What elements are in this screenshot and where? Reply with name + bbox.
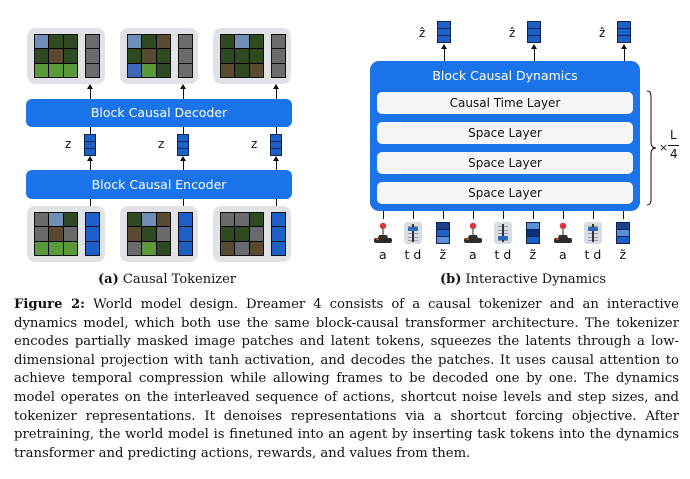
arrow-up — [441, 44, 447, 61]
arrow-up — [180, 84, 186, 99]
causal-time-layer: Causal Time Layer — [377, 92, 633, 114]
subcaption-b: (b) Interactive Dynamics — [440, 272, 607, 287]
frame-image — [127, 34, 171, 78]
input-label: z̃ — [439, 247, 447, 262]
masked-frame-image — [127, 212, 171, 256]
input-label: t d — [404, 247, 422, 262]
arrow-up — [531, 44, 537, 61]
space-layer: Space Layer — [377, 122, 633, 144]
decoded-frame-2 — [120, 28, 198, 84]
figure-label: Figure 2: — [14, 297, 86, 312]
noise-level-slider-icon — [404, 222, 422, 244]
input-label: t d — [494, 247, 512, 262]
connector — [383, 211, 384, 219]
arrow-up — [621, 44, 627, 61]
input-frame-2 — [120, 206, 198, 262]
fraction-bar — [668, 145, 679, 146]
repeat-numerator: L — [670, 128, 677, 142]
latent-output-tokens — [85, 34, 100, 78]
latent-output-tokens — [271, 34, 286, 78]
connector — [623, 211, 624, 219]
predicted-token — [617, 21, 631, 43]
noisy-latent-token — [436, 222, 450, 244]
arrow-up — [180, 156, 186, 170]
latent-input-tokens — [178, 212, 193, 256]
decoded-frame-3 — [213, 28, 291, 84]
frame-image — [220, 34, 264, 78]
joystick-icon — [373, 222, 393, 244]
arrow-up — [273, 156, 279, 170]
block-causal-decoder: Block Causal Decoder — [26, 99, 292, 127]
predicted-token — [437, 21, 451, 43]
input-label: a — [469, 247, 477, 262]
connector — [276, 127, 277, 134]
space-layer: Space Layer — [377, 182, 633, 204]
input-label: z̃ — [529, 247, 537, 262]
output-label: ẑ — [419, 26, 426, 40]
connector — [563, 211, 564, 219]
predicted-token — [527, 21, 541, 43]
latent-label: z — [158, 137, 165, 151]
block-causal-dynamics-title: Block Causal Dynamics — [432, 68, 578, 83]
noisy-latent-token — [526, 222, 540, 244]
connector — [593, 211, 594, 219]
connector — [183, 127, 184, 134]
decoded-frame-1 — [27, 28, 105, 84]
masked-frame-image — [220, 212, 264, 256]
connector — [503, 211, 504, 219]
figure-caption-text: World model design. Dreamer 4 consists o… — [14, 297, 679, 461]
space-layer: Space Layer — [377, 152, 633, 174]
connector — [473, 211, 474, 219]
connector — [183, 199, 184, 207]
input-label: a — [559, 247, 567, 262]
repeat-denominator: 4 — [670, 147, 678, 161]
connector — [533, 211, 534, 219]
latent-token — [84, 134, 96, 156]
latent-token — [270, 134, 282, 156]
output-label: ẑ — [599, 26, 606, 40]
subcaption-a: (a) Causal Tokenizer — [98, 272, 237, 287]
input-label: t d — [584, 247, 602, 262]
connector — [90, 127, 91, 134]
latent-input-tokens — [85, 212, 100, 256]
arrow-up — [273, 84, 279, 99]
output-label: ẑ — [509, 26, 516, 40]
block-causal-encoder: Block Causal Encoder — [26, 170, 292, 199]
figure-caption: Figure 2: World model design. Dreamer 4 … — [14, 296, 679, 463]
latent-label: z — [65, 137, 72, 151]
connector — [413, 211, 414, 219]
input-frame-3 — [213, 206, 291, 262]
masked-frame-image — [34, 212, 78, 256]
repeat-times: × — [659, 141, 669, 154]
noisy-latent-token — [616, 222, 630, 244]
connector — [276, 199, 277, 207]
input-frame-1 — [27, 206, 105, 262]
frame-image — [34, 34, 78, 78]
brace-icon — [646, 90, 657, 206]
connector — [90, 199, 91, 207]
arrow-up — [87, 84, 93, 99]
connector — [443, 211, 444, 219]
input-label: z̃ — [619, 247, 627, 262]
latent-label: z — [251, 137, 258, 151]
joystick-icon — [553, 222, 573, 244]
latent-output-tokens — [178, 34, 193, 78]
noise-level-slider-icon — [584, 222, 602, 244]
arrow-up — [87, 156, 93, 170]
latent-input-tokens — [271, 212, 286, 256]
input-label: a — [379, 247, 387, 262]
joystick-icon — [463, 222, 483, 244]
noise-level-slider-icon — [494, 222, 512, 244]
latent-token — [177, 134, 189, 156]
